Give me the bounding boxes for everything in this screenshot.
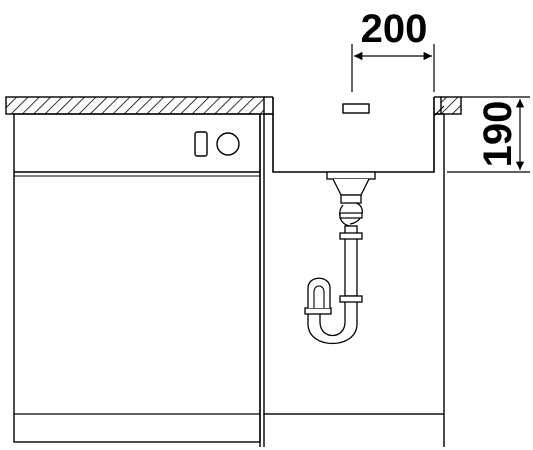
control-knob-icon <box>194 131 240 157</box>
appliance-cabinet <box>13 113 261 443</box>
strainer-flange <box>326 171 376 180</box>
width-dimension-value: 200 <box>361 7 428 51</box>
sink-bowl <box>272 97 445 173</box>
worktop-left-section <box>5 96 265 115</box>
height-dimension-value: 190 <box>476 101 520 168</box>
waste-trap <box>304 171 376 344</box>
height-dimension: 190 <box>447 96 530 173</box>
width-dimension: 200 <box>351 7 435 92</box>
worktop <box>5 96 462 115</box>
appliance-body <box>13 113 261 443</box>
overflow-slot <box>342 103 370 114</box>
worktop-right-section <box>440 96 462 115</box>
